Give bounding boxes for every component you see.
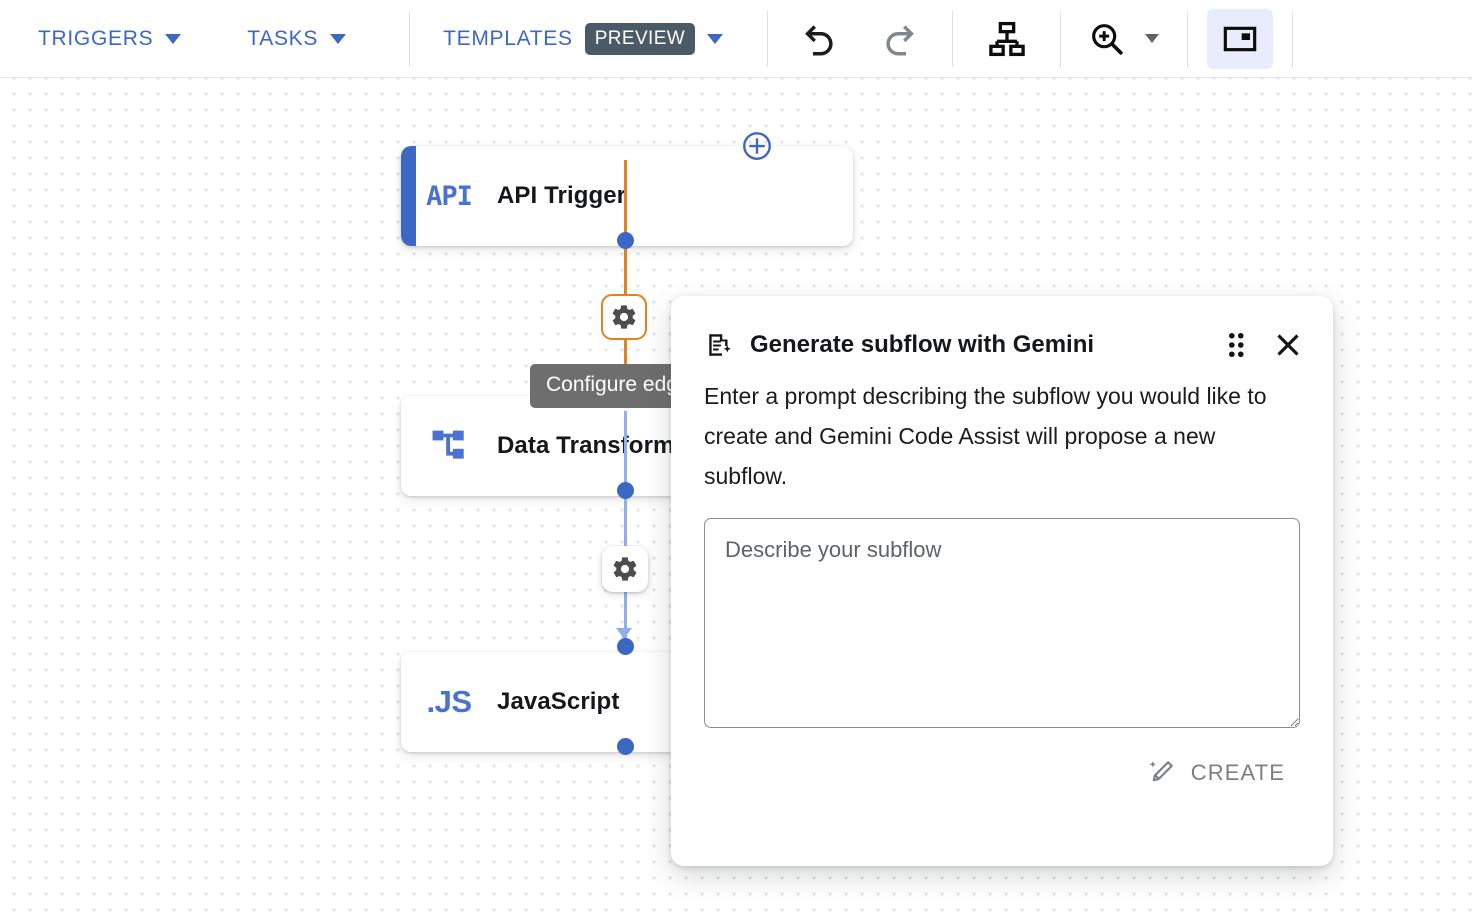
gear-icon — [613, 557, 637, 581]
chevron-down-icon — [707, 33, 724, 44]
create-button[interactable]: CREATE — [1139, 750, 1293, 796]
node-label: JavaScript — [497, 688, 620, 715]
undo-icon — [805, 24, 833, 55]
magic-wand-icon — [1149, 761, 1173, 782]
api-icon-text: API — [426, 180, 473, 212]
add-node-button[interactable] — [742, 131, 772, 166]
chevron-down-icon — [165, 33, 182, 44]
dialog-textarea-wrapper — [671, 496, 1333, 728]
chevron-down-icon — [1145, 34, 1160, 43]
node-api-trigger[interactable]: API API Trigger — [401, 146, 853, 246]
configure-edge-button-1[interactable] — [601, 294, 647, 340]
close-icon[interactable] — [1273, 330, 1303, 360]
node-accent-bar — [401, 146, 416, 246]
tasks-menu[interactable]: TASKS — [247, 26, 347, 51]
gear-icon — [612, 305, 636, 329]
dialog-header: Generate subflow with Gemini — [671, 296, 1333, 360]
edge-transformer-to-javascript[interactable] — [624, 411, 627, 640]
edge-arrow-icon — [616, 628, 632, 639]
chevron-down-icon — [330, 33, 347, 44]
zoom-in-icon — [1092, 23, 1123, 55]
tasks-menu-label: TASKS — [247, 26, 319, 50]
node-label: Data Transform — [497, 432, 675, 459]
redo-button[interactable] — [872, 12, 926, 66]
data-transformer-glyph-icon — [432, 430, 464, 459]
plus-circle-icon — [743, 132, 771, 160]
preview-badge: PREVIEW — [584, 22, 696, 55]
js-icon-text: .JS — [426, 684, 472, 719]
templates-menu-label: TEMPLATES — [443, 26, 573, 50]
create-button-label: CREATE — [1190, 760, 1285, 785]
toolbar-divider — [767, 10, 769, 67]
toolbar-divider — [1187, 10, 1189, 67]
subflow-description-input[interactable] — [704, 518, 1300, 728]
dialog-description: Enter a prompt describing the subflow yo… — [704, 383, 1267, 489]
toolbar-divider — [1292, 10, 1294, 67]
configure-edge-button-2[interactable] — [602, 546, 648, 592]
data-transformer-icon — [401, 425, 497, 467]
api-icon: API — [401, 181, 497, 212]
node-output-port[interactable] — [617, 232, 634, 249]
toolbar-divider — [952, 10, 954, 67]
templates-menu[interactable]: TEMPLATES PREVIEW — [443, 22, 724, 55]
toolbar-divider — [1060, 10, 1062, 67]
gemini-note-sparkle-icon — [704, 330, 734, 360]
zoom-menu[interactable] — [1087, 19, 1160, 59]
js-icon: .JS — [401, 684, 497, 720]
node-output-port[interactable] — [617, 482, 634, 499]
minimap-icon — [1223, 26, 1257, 51]
drag-handle-icon[interactable] — [1225, 331, 1247, 359]
dialog-title: Generate subflow with Gemini — [750, 331, 1095, 358]
triggers-menu[interactable]: TRIGGERS — [38, 26, 182, 51]
toolbar-divider — [409, 10, 411, 67]
undo-button[interactable] — [793, 12, 847, 66]
redo-icon — [886, 24, 914, 55]
node-label: API Trigger — [497, 182, 627, 209]
dialog-footer: CREATE — [671, 728, 1333, 796]
node-output-port[interactable] — [617, 738, 634, 755]
auto-layout-icon — [989, 21, 1025, 56]
minimap-toggle-button[interactable] — [1207, 8, 1274, 69]
auto-layout-button[interactable] — [980, 12, 1034, 66]
top-toolbar: TRIGGERS TASKS TEMPLATES PREVIEW — [0, 0, 1472, 78]
edge-api-to-transformer[interactable] — [624, 160, 627, 404]
generate-subflow-dialog: Generate subflow with Gemini Enter a pro… — [671, 296, 1333, 866]
triggers-menu-label: TRIGGERS — [38, 26, 154, 50]
node-input-port[interactable] — [617, 638, 634, 655]
